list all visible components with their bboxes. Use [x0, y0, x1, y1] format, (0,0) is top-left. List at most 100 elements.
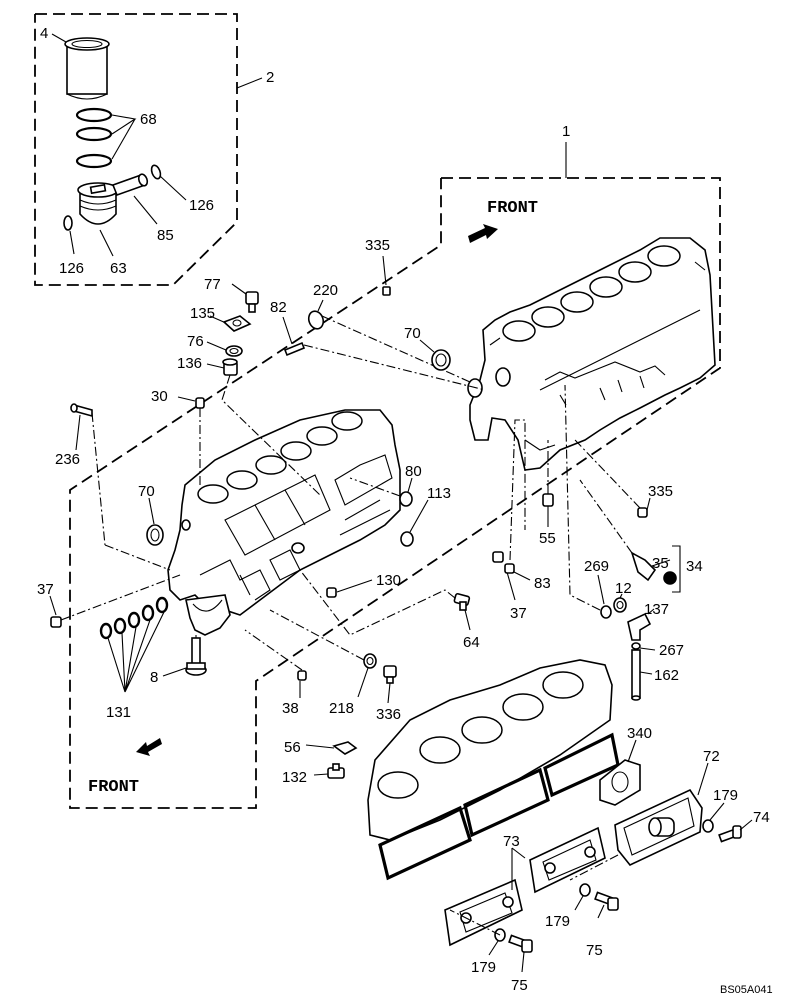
callout-63: 63 — [110, 260, 127, 277]
callout-131: 131 — [106, 704, 131, 721]
stud-82 — [283, 341, 306, 357]
snap-ring-right — [150, 164, 162, 180]
callout-135: 135 — [190, 305, 215, 322]
callout-75: 75 — [511, 977, 528, 994]
head-gasket — [367, 659, 620, 881]
piston-pin — [111, 173, 149, 197]
union-12 — [613, 597, 627, 613]
plug-80 — [399, 491, 413, 507]
callout-83: 83 — [534, 575, 551, 592]
dowel-30 — [195, 397, 205, 409]
clip-56 — [332, 741, 358, 755]
callout-130: 130 — [376, 572, 401, 589]
expansion-plugs — [99, 596, 169, 640]
plug-267 — [631, 642, 641, 650]
callout-70: 70 — [404, 325, 421, 342]
callout-34: 34 — [686, 558, 703, 575]
callout-80: 80 — [405, 463, 422, 480]
plug-70-lower — [146, 524, 164, 546]
callout-218: 218 — [329, 700, 354, 717]
elbow-137 — [627, 612, 652, 641]
washer-179-upper — [702, 819, 714, 833]
callout-68: 68 — [140, 111, 157, 128]
cover-plate-135 — [222, 315, 252, 332]
callout-179: 179 — [471, 959, 496, 976]
callout-269: 269 — [584, 558, 609, 575]
callout-37: 37 — [510, 605, 527, 622]
callout-85: 85 — [157, 227, 174, 244]
washer-218 — [363, 653, 377, 669]
washer-76 — [225, 345, 243, 357]
callout-73: 73 — [503, 833, 520, 850]
cylinder-liner — [64, 37, 110, 100]
callout-56: 56 — [284, 739, 301, 756]
bolt-132 — [327, 763, 345, 779]
callout-236: 236 — [55, 451, 80, 468]
plug-220 — [307, 310, 325, 330]
plug-130 — [326, 587, 337, 598]
callout-132: 132 — [282, 769, 307, 786]
plug-37-right — [492, 551, 504, 563]
tube-162 — [631, 649, 641, 701]
callout-220: 220 — [313, 282, 338, 299]
plug-70-upper — [431, 349, 451, 371]
front-arrow-lower-icon — [136, 738, 162, 756]
group-2-leader — [236, 77, 263, 89]
callout-30: 30 — [151, 388, 168, 405]
plug-55 — [542, 493, 554, 507]
callout-1: 1 — [562, 123, 570, 140]
callout-75: 75 — [586, 942, 603, 959]
callout-72: 72 — [703, 748, 720, 765]
fitting-35 — [630, 551, 677, 585]
callout-137: 137 — [644, 601, 669, 618]
snap-ring-left — [63, 215, 73, 231]
callout-77: 77 — [204, 276, 221, 293]
fitting-136 — [222, 358, 238, 376]
callout-336: 336 — [376, 706, 401, 723]
callout-8: 8 — [150, 669, 158, 686]
bearing-cap-bolt — [185, 637, 207, 676]
callout-267: 267 — [659, 642, 684, 659]
washer-179-middle — [579, 883, 591, 897]
plug-37-left — [50, 616, 62, 628]
callout-38: 38 — [282, 700, 299, 717]
lower-cylinder-block — [167, 409, 401, 616]
callout-74: 74 — [753, 809, 770, 826]
callout-55: 55 — [539, 530, 556, 547]
cover-72 — [614, 788, 703, 866]
plug-335-lower — [637, 507, 648, 518]
callout-64: 64 — [463, 634, 480, 651]
callout-76: 76 — [187, 333, 204, 350]
callout-179: 179 — [713, 787, 738, 804]
plug-38 — [297, 670, 307, 681]
callout-2: 2 — [266, 69, 274, 86]
gasket-340 — [599, 759, 641, 806]
plug-336 — [383, 665, 397, 684]
piston-group-boundary — [34, 13, 238, 286]
washer-269 — [600, 605, 612, 619]
front-label-upper: FRONT — [487, 199, 538, 218]
main-bearing-cap — [185, 594, 231, 636]
side-cover-73-right — [529, 826, 606, 894]
front-arrow-upper-icon — [468, 224, 498, 243]
front-label-lower: FRONT — [88, 778, 139, 797]
callout-126: 126 — [59, 260, 84, 277]
reference-code: BS05A041 — [720, 984, 773, 996]
plug-113 — [400, 531, 414, 547]
callout-179: 179 — [545, 913, 570, 930]
bolt-64 — [453, 592, 471, 611]
piston-rings — [75, 107, 113, 169]
dowel-83 — [504, 563, 515, 574]
side-cover-73-left — [444, 878, 523, 947]
plug-77 — [245, 291, 259, 313]
bolt-74 — [718, 825, 742, 843]
cylinder-block-group-boundary — [69, 177, 721, 809]
callout-335: 335 — [365, 237, 390, 254]
callout-126: 126 — [189, 197, 214, 214]
callout-335: 335 — [648, 483, 673, 500]
callout-35: 35 — [652, 555, 669, 572]
callout-82: 82 — [270, 299, 287, 316]
stud-236 — [70, 403, 93, 418]
piston — [77, 182, 119, 225]
